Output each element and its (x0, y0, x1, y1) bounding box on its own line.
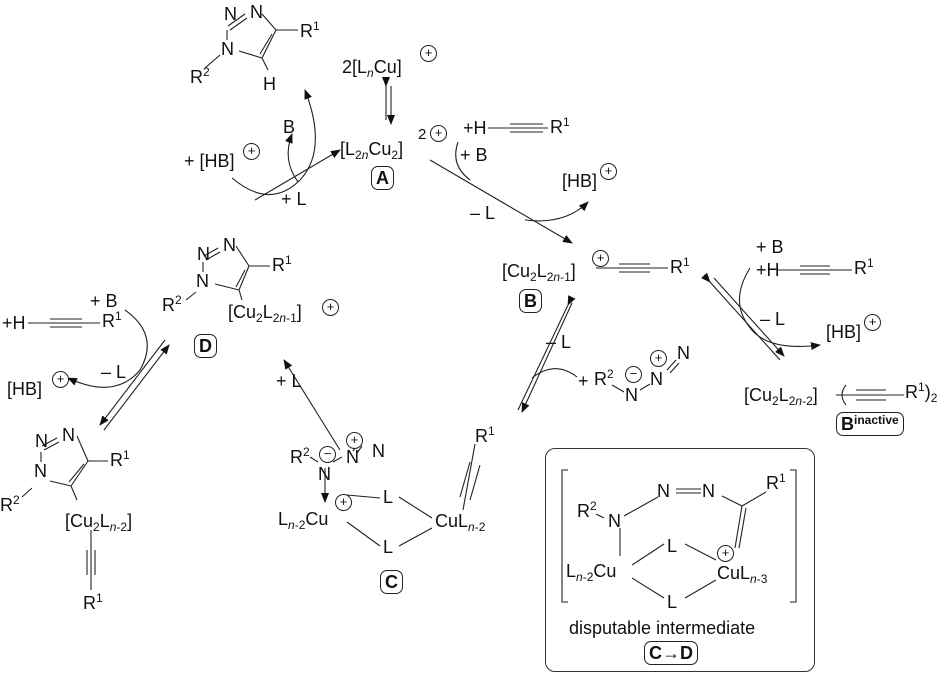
d-prime-formula: [Cu2Ln-2] (65, 511, 133, 534)
inset-left-copper: Ln-2Cu (566, 561, 617, 584)
charge-plus-icon: + (335, 494, 352, 511)
reagent-hb: [HB] (826, 322, 862, 342)
reagent-hb: [HB] (7, 379, 43, 399)
species-b-inactive-formula: [Cu2L2n-2] (744, 385, 818, 408)
species-d-r2: R2 (162, 293, 182, 315)
d-prime-triazole-ring (21, 435, 108, 590)
charge-plus-icon: + (52, 371, 69, 388)
species-b-inactive-label: Binactive (836, 412, 904, 436)
reagent-plus-l: + L (276, 371, 302, 391)
top-triazole-n3: N (224, 4, 237, 24)
inset-label: C→D (644, 641, 698, 665)
d-triazole-n1: N (196, 271, 209, 291)
charge-plus-icon: + (430, 125, 447, 142)
species-c-label: C (380, 570, 403, 594)
species-a-formula: [L2nCu2] (340, 139, 404, 162)
species-d-r1: R1 (272, 253, 292, 275)
inset-bridge-l-bottom: L (667, 592, 678, 612)
species-b-inactive-r1: R1)2 (905, 380, 938, 405)
species-c-r2: R2 (290, 445, 310, 467)
species-c-n1: N (318, 464, 331, 484)
inset-r2: R2 (577, 499, 597, 521)
d-prime-triazole-n2: N (62, 425, 75, 445)
inset-r1: R1 (766, 471, 786, 493)
reagent-minus-l: – L (546, 332, 572, 352)
top-triazole-n2: N (250, 2, 263, 22)
charge-plus-icon: + (717, 545, 734, 562)
species-c-bridge-l-top: L (383, 487, 394, 507)
azide-plus: + (578, 371, 589, 391)
inset-caption: disputable intermediate (569, 618, 756, 638)
alkyne-r1: R1 (550, 115, 570, 137)
species-c-r1: R1 (475, 424, 495, 446)
species-c-n2: N (346, 447, 359, 467)
reagent-minus-l: – L (101, 362, 127, 382)
inset-n-right: N (702, 481, 715, 501)
inset-n-amide: N (608, 511, 621, 531)
top-triazole-n1: N (221, 39, 234, 59)
species-c-bridge-l-bottom: L (383, 537, 394, 557)
top-triazole-ring (204, 13, 298, 71)
charge-plus-icon: + (322, 299, 339, 316)
species-a-charge-count: 2 (418, 126, 427, 143)
d-prime-r1: R1 (110, 448, 130, 470)
alkyne-r1: R1 (854, 256, 874, 278)
reagent-plus-b: + B (460, 145, 488, 165)
disputable-intermediate-box (545, 448, 815, 672)
reagent-hb: [HB] (562, 171, 598, 191)
charge-plus-icon: + (600, 163, 617, 180)
d-prime-r2: R2 (0, 493, 20, 515)
top-product-r2: R2 (190, 65, 210, 87)
d-triazole-n3: N (197, 244, 210, 264)
species-a-label: A (371, 166, 394, 190)
alkyne-plus-h: +H (463, 118, 487, 138)
d-prime-triazole-n3: N (35, 431, 48, 451)
d-prime-alkyne-r1: R1 (83, 591, 103, 613)
reagent-plus-b: + B (756, 237, 784, 257)
species-c-n3: N (372, 441, 385, 461)
reagent-hb-plus: + [HB] (184, 151, 235, 171)
monomer-formula: 2[LnCu] (342, 57, 402, 80)
species-d-label: D (194, 334, 217, 358)
charge-plus-icon: + (243, 143, 260, 160)
charge-plus-icon: + (420, 45, 437, 62)
azide-r2: R2 (594, 367, 614, 389)
charge-plus-icon: + (864, 314, 881, 331)
inset-bridge-l-top: L (667, 536, 678, 556)
azide-n1: N (625, 385, 638, 405)
inset-right-copper: CuLn-3 (717, 563, 768, 586)
d-prime-triazole-n1: N (34, 461, 47, 481)
inset-structure-bonds (561, 469, 797, 603)
charge-plus-icon: + (650, 350, 667, 367)
charge-minus-icon: − (319, 446, 336, 463)
inset-n-left: N (657, 481, 670, 501)
charge-minus-icon: − (625, 366, 642, 383)
alkyne-plus-h: +H (756, 260, 780, 280)
alkyne-plus-h: +H (2, 313, 26, 333)
top-product-h: H (263, 74, 276, 94)
charge-plus-icon: + (346, 432, 363, 449)
alkyne-r1: R1 (102, 309, 122, 331)
azide-n2: N (650, 369, 663, 389)
species-c-left-copper: Ln-2Cu (278, 509, 329, 532)
reagent-plus-l: + L (281, 189, 307, 209)
species-b-formula: [Cu2L2n-1] (502, 261, 576, 284)
c-structure-bonds (309, 443, 481, 547)
charge-plus-icon: + (592, 250, 609, 267)
reagent-plus-b: + B (90, 291, 118, 311)
species-b-r1: R1 (670, 255, 690, 277)
reagent-minus-l: – L (760, 309, 786, 329)
species-d-formula: [Cu2L2n-1] (228, 302, 302, 325)
reagent-minus-l: – L (470, 203, 496, 223)
d-triazole-n2: N (223, 235, 236, 255)
top-product-r1: R1 (300, 19, 320, 41)
d-triazole-ring (185, 245, 270, 301)
species-c-right-copper: CuLn-2 (435, 511, 486, 534)
species-b-label: B (519, 289, 542, 313)
azide-n3: N (677, 343, 690, 363)
reagent-base: B (283, 117, 296, 137)
